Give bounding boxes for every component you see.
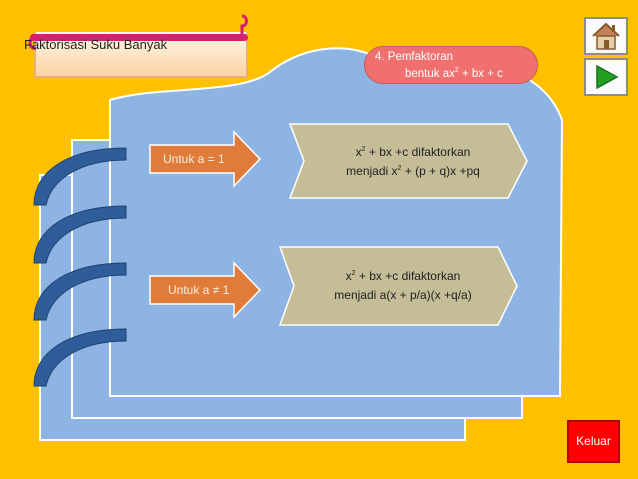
binder-ring-4 xyxy=(33,328,127,387)
case-1-label: Untuk a = 1 xyxy=(163,152,225,166)
scroll-curl-left-icon xyxy=(28,34,37,50)
binder-ring-1 xyxy=(33,147,127,206)
case-2-label: Untuk a ≠ 1 xyxy=(168,283,230,297)
case-2-line-1-exp: 2 xyxy=(351,270,356,277)
case-1-line-1-exp: 2 xyxy=(361,146,366,153)
case-1-arrow-shape xyxy=(149,130,262,188)
case-1-result-shape xyxy=(288,123,528,199)
case-2-line-2: menjadi a(x + p/a)(x +q/a) xyxy=(334,288,472,302)
case-1-line-2-a: menjadi x xyxy=(346,164,398,178)
case-2-line-1-a: x xyxy=(345,269,352,283)
binder-ring-3 xyxy=(33,262,127,321)
subtitle-text-a: bentuk ax xyxy=(405,68,455,80)
case-2-result-shape xyxy=(278,246,518,326)
subtitle-exponent: 2 xyxy=(454,67,459,75)
binder-ring-2 xyxy=(33,205,127,264)
binder-rings xyxy=(33,147,127,387)
case-1-line-2-exp: 2 xyxy=(397,165,402,172)
section-subtitle: 4. Pemfaktoran bentuk ax2 + bx + c xyxy=(364,46,538,84)
next-button[interactable] xyxy=(584,58,628,96)
case-1-line-2-b: + (p + q)x +pq xyxy=(401,164,480,178)
case-2-arrow-shape xyxy=(149,261,262,319)
case-1-line-1-b: + bx +c difaktorkan xyxy=(365,145,471,159)
case-1-result-text: x2 + bx +c difaktorkan menjadi x2 + (p +… xyxy=(316,143,510,181)
case-2-line-1: x2 + bx +c difaktorkan xyxy=(306,267,500,286)
title-scroll xyxy=(28,14,248,78)
play-next-icon xyxy=(596,64,619,90)
notebook-front-page xyxy=(109,47,564,397)
home-icon xyxy=(592,22,620,50)
page-title: Faktorisasi Suku Banyak xyxy=(24,37,168,52)
subtitle-line-2: bentuk ax2 + bx + c xyxy=(375,66,529,83)
case-1-line-1-a: x xyxy=(355,145,362,159)
scroll-curl-icon xyxy=(240,14,248,40)
case-1-line-2: menjadi x2 + (p + q)x +pq xyxy=(316,162,510,181)
exit-button[interactable]: Keluar xyxy=(567,420,620,463)
home-button[interactable] xyxy=(584,17,628,55)
case-2-result-text: x2 + bx +c difaktorkan menjadi a(x + p/a… xyxy=(306,267,500,305)
subtitle-line-1: 4. Pemfaktoran xyxy=(375,51,453,63)
case-1-line-1: x2 + bx +c difaktorkan xyxy=(316,143,510,162)
title-scroll-rod xyxy=(30,34,248,41)
subtitle-text-b: + bx + c xyxy=(458,68,503,80)
case-2-line-1-b: + bx +c difaktorkan xyxy=(355,269,461,283)
